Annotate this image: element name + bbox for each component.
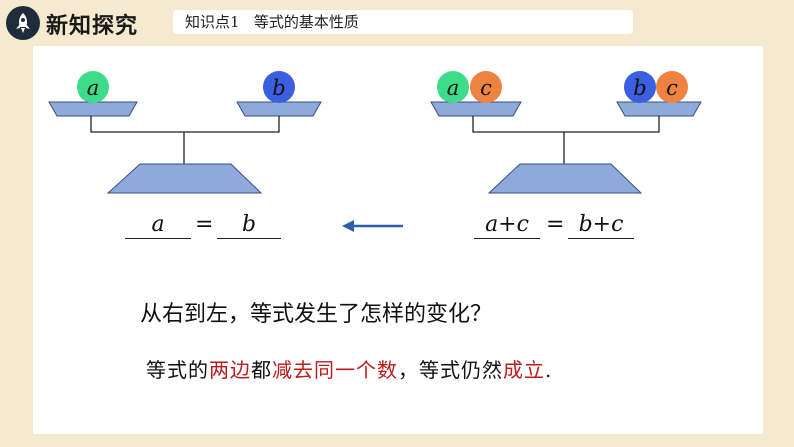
ball-a-right-label: a [447, 76, 460, 100]
conclusion-part: ，等式仍然 [398, 358, 503, 382]
balance-base [106, 163, 263, 194]
conclusion-text: 等式的两边都减去同一个数，等式仍然成立. [146, 354, 552, 383]
ball-c-right-label: c [666, 76, 678, 100]
question-text: 从右到左，等式发生了怎样的变化？ [140, 302, 493, 327]
ball-b-right-label: b [633, 76, 646, 100]
equation-rhs: b [217, 212, 281, 239]
ball-b-right [624, 71, 656, 103]
section-title: 新知探究 [46, 14, 139, 39]
ball-c-left-label: c [480, 76, 492, 100]
equals-sign: = [195, 212, 214, 237]
conclusion-highlight: 两边 [209, 358, 251, 382]
rocket-icon [6, 6, 40, 40]
conclusion-part: 等式的 [146, 358, 209, 382]
equals-sign-right: = [546, 212, 565, 237]
equation-rhs-right: b+c [568, 212, 634, 239]
right-scale-left-pan [430, 101, 522, 117]
left-pan [48, 101, 138, 117]
arrow-left-icon [342, 220, 403, 232]
left-balance-scale: a b a c b c [48, 71, 702, 232]
ball-a [77, 71, 109, 103]
right-scale-right-pan [616, 101, 702, 117]
ball-b [263, 71, 295, 103]
right-pan [236, 101, 322, 117]
header-bar: 新知探究 知识点1 等式的基本性质 [0, 0, 794, 46]
ball-c-right [656, 71, 688, 103]
topic-label: 知识点1 等式的基本性质 [173, 10, 633, 34]
equation-lhs-right: a+c [474, 212, 540, 239]
ball-a-label: a [87, 76, 100, 100]
right-scale-base [487, 163, 643, 194]
ball-a-right [437, 71, 469, 103]
conclusion-highlight: 减去同一个数 [272, 358, 398, 382]
content-panel: a b a c b c a = b a+c = b+c 从右到左，等式 [33, 46, 763, 434]
ball-c-left [470, 71, 502, 103]
conclusion-part: . [545, 358, 553, 382]
conclusion-part: 都 [251, 358, 272, 382]
ball-b-label: b [272, 76, 285, 100]
conclusion-highlight: 成立 [503, 358, 545, 382]
equation-lhs: a [125, 212, 191, 239]
